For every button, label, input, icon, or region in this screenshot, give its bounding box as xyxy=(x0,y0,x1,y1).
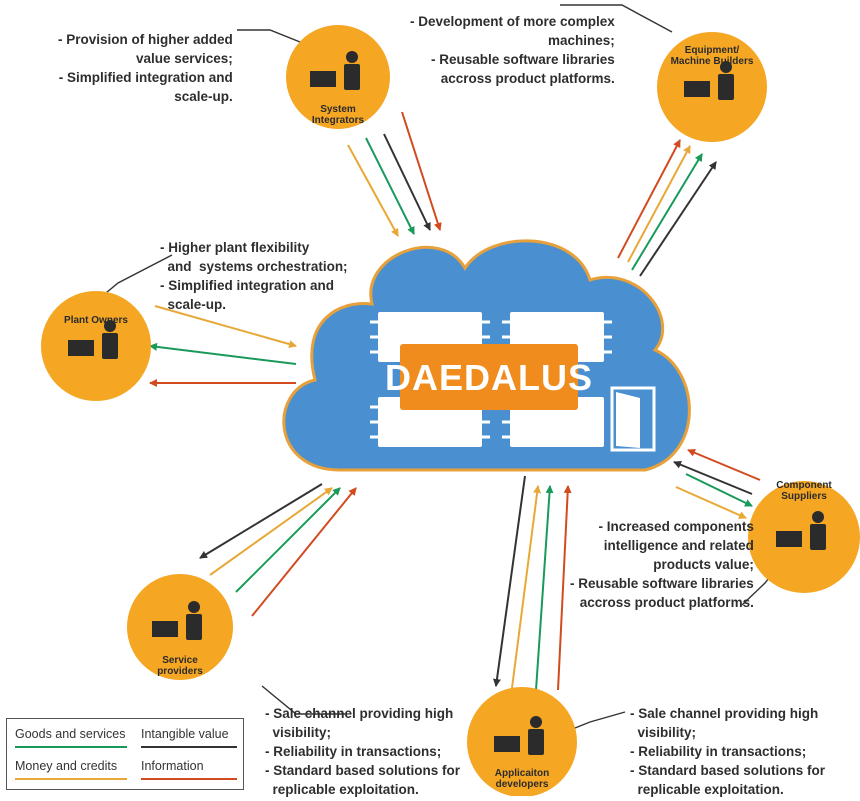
legend-information-label: Information xyxy=(141,759,204,773)
flow-arrow-goods xyxy=(535,485,554,691)
legend-money-label: Money and credits xyxy=(15,759,118,773)
note-system-integrators: - Provision of higher added value servic… xyxy=(58,32,233,104)
flow-arrow-information xyxy=(687,449,761,481)
actor-pictogram-icon xyxy=(684,61,734,100)
flow-arrow-information xyxy=(617,139,681,259)
flow-arrow-money xyxy=(675,486,747,519)
actor-pictogram-icon xyxy=(68,320,118,359)
actor-pictogram-icon xyxy=(494,716,544,755)
flow-arrow-information xyxy=(557,485,572,691)
note-equipment-builders: - Development of more complex machines; … xyxy=(410,14,615,86)
daedalus-banner: DAEDALUS xyxy=(385,344,593,410)
actor-label: Equipment/Machine Builders xyxy=(671,45,754,67)
legend-goods-label: Goods and services xyxy=(15,727,126,741)
flow-arrow-goods xyxy=(149,342,297,365)
flow-arrow-intangible xyxy=(673,460,753,495)
actor-pictogram-icon xyxy=(776,511,826,550)
note-component-suppliers: - Increased components intelligence and … xyxy=(570,519,754,610)
actor-circle xyxy=(467,687,577,797)
actor-plant-owners: Plant Owners xyxy=(41,291,151,401)
flow-arrow-money xyxy=(209,487,333,576)
note-plant-owners: - Higher plant flexibility and systems o… xyxy=(160,240,348,312)
legend: Goods and services Intangible value Mone… xyxy=(6,718,244,790)
legend-intangible-line xyxy=(141,746,237,748)
flow-arrow-intangible xyxy=(383,133,431,231)
actor-circle xyxy=(748,481,860,593)
legend-money-line xyxy=(15,778,127,780)
flow-arrow-goods xyxy=(631,153,703,271)
actor-circle xyxy=(286,25,390,129)
legend-intangible-label: Intangible value xyxy=(141,727,229,741)
note-service-providers: - Sale channel providing high visibility… xyxy=(265,706,461,797)
flow-arrow-intangible xyxy=(199,483,323,559)
flow-arrow-information xyxy=(251,487,357,617)
flow-arrow-money xyxy=(154,305,297,348)
actor-circle xyxy=(657,32,767,142)
flow-arrow-goods xyxy=(235,487,341,593)
actor-label: Plant Owners xyxy=(64,315,128,326)
note-application-developers: - Sale channel providing high visibility… xyxy=(630,706,826,797)
banner-title: DAEDALUS xyxy=(385,357,593,398)
legend-goods-line xyxy=(15,746,127,748)
flow-arrow-intangible xyxy=(639,161,717,277)
flow-arrow-information xyxy=(401,111,442,231)
flow-arrow-money xyxy=(347,144,399,237)
actor-pictogram-icon xyxy=(310,51,360,90)
actor-circle xyxy=(127,574,233,680)
actor-circle xyxy=(41,291,151,401)
actor-equipment-builders: Equipment/Machine Builders xyxy=(657,32,767,142)
flow-arrow-money xyxy=(511,485,542,689)
door-icon xyxy=(610,386,656,452)
flow-arrows xyxy=(149,111,761,691)
actor-pictogram-icon xyxy=(152,601,202,640)
legend-information-line xyxy=(141,778,237,780)
flow-arrow-intangible xyxy=(492,475,526,687)
flow-arrow-money xyxy=(627,145,691,263)
flow-arrow-goods xyxy=(685,473,753,507)
flow-arrow-goods xyxy=(365,137,415,235)
